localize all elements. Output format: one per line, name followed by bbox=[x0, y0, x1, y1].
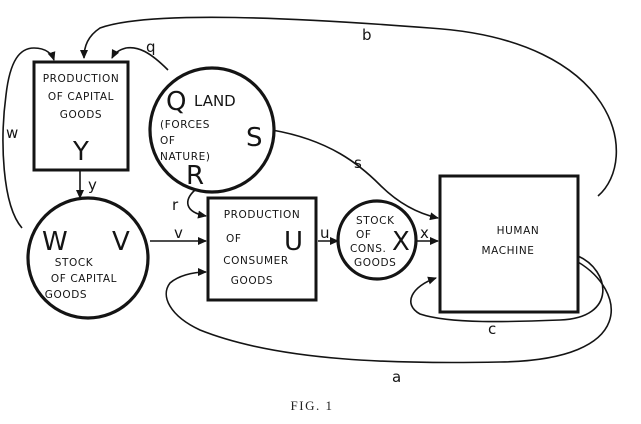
capital-production-line3: GOODS bbox=[60, 109, 102, 121]
capital-stock-letter-w: W bbox=[42, 227, 68, 257]
figure-caption: FIG. 1 bbox=[291, 398, 334, 413]
capital-stock-line1: STOCK bbox=[55, 257, 94, 269]
consumer-production-box: PRODUCTION OF CONSUMER GOODS U bbox=[206, 196, 318, 302]
consumer-production-line4: GOODS bbox=[231, 275, 273, 287]
human-machine-line2: MACHINE bbox=[481, 245, 534, 257]
capital-production-line2: OF CAPITAL bbox=[48, 91, 114, 103]
land-letter-q: Q bbox=[166, 87, 186, 117]
consumer-production-letter: U bbox=[284, 227, 303, 257]
flow-label-v: v bbox=[174, 224, 183, 242]
capital-stock-circle: W V STOCK OF CAPITAL GOODS bbox=[26, 196, 150, 320]
consumer-stock-letter: X bbox=[392, 227, 410, 257]
flow-line-w bbox=[2, 47, 56, 229]
consumer-stock-line2: OF bbox=[356, 229, 372, 241]
capital-production-letter: Y bbox=[72, 137, 89, 167]
consumer-stock-line3: CONS. bbox=[350, 243, 386, 255]
consumer-production-line1: PRODUCTION bbox=[224, 209, 301, 221]
land-letter-s: S bbox=[246, 123, 263, 153]
capital-production-box: PRODUCTION OF CAPITAL GOODS Y bbox=[32, 60, 130, 172]
capital-production-line1: PRODUCTION bbox=[43, 73, 120, 85]
flow-label-u: u bbox=[320, 224, 330, 242]
consumer-stock-line1: STOCK bbox=[356, 215, 395, 227]
flow-label-a: a bbox=[392, 368, 401, 386]
flow-label-s: s bbox=[354, 154, 362, 172]
flow-line-r bbox=[187, 189, 207, 219]
human-machine-line1: HUMAN bbox=[497, 225, 540, 237]
flow-label-w: w bbox=[6, 124, 18, 142]
consumer-stock-line4: GOODS bbox=[354, 257, 396, 269]
consumer-production-line3: CONSUMER bbox=[223, 255, 289, 267]
human-machine-box: HUMAN MACHINE bbox=[438, 174, 580, 314]
flow-label-q: q bbox=[146, 38, 156, 56]
land-letter-r: R bbox=[186, 161, 204, 191]
flow-label-r: r bbox=[172, 196, 179, 214]
capital-stock-letter-v: V bbox=[112, 227, 130, 257]
land-circle: Q LAND (FORCES OF NATURE) S R bbox=[148, 66, 276, 194]
capital-stock-line2: OF CAPITAL bbox=[51, 273, 117, 285]
flow-line-s bbox=[271, 129, 439, 221]
flow-label-c: c bbox=[488, 320, 496, 338]
flow-line-q bbox=[111, 46, 169, 71]
land-title: LAND bbox=[194, 92, 236, 110]
land-line2: OF bbox=[160, 135, 176, 147]
flow-label-b: b bbox=[362, 26, 372, 44]
flow-label-x: x bbox=[420, 224, 429, 242]
flow-line-b bbox=[80, 16, 617, 197]
land-line1: (FORCES bbox=[160, 119, 210, 131]
flow-line-c bbox=[410, 255, 604, 323]
land-line3: NATURE) bbox=[160, 151, 211, 163]
consumer-stock-circle: STOCK OF CONS. GOODS X bbox=[336, 199, 418, 281]
flow-label-y: y bbox=[88, 176, 97, 194]
consumer-production-line2: OF bbox=[226, 233, 242, 245]
capital-stock-line3: GOODS bbox=[45, 289, 87, 301]
flow-line-a bbox=[165, 261, 612, 364]
